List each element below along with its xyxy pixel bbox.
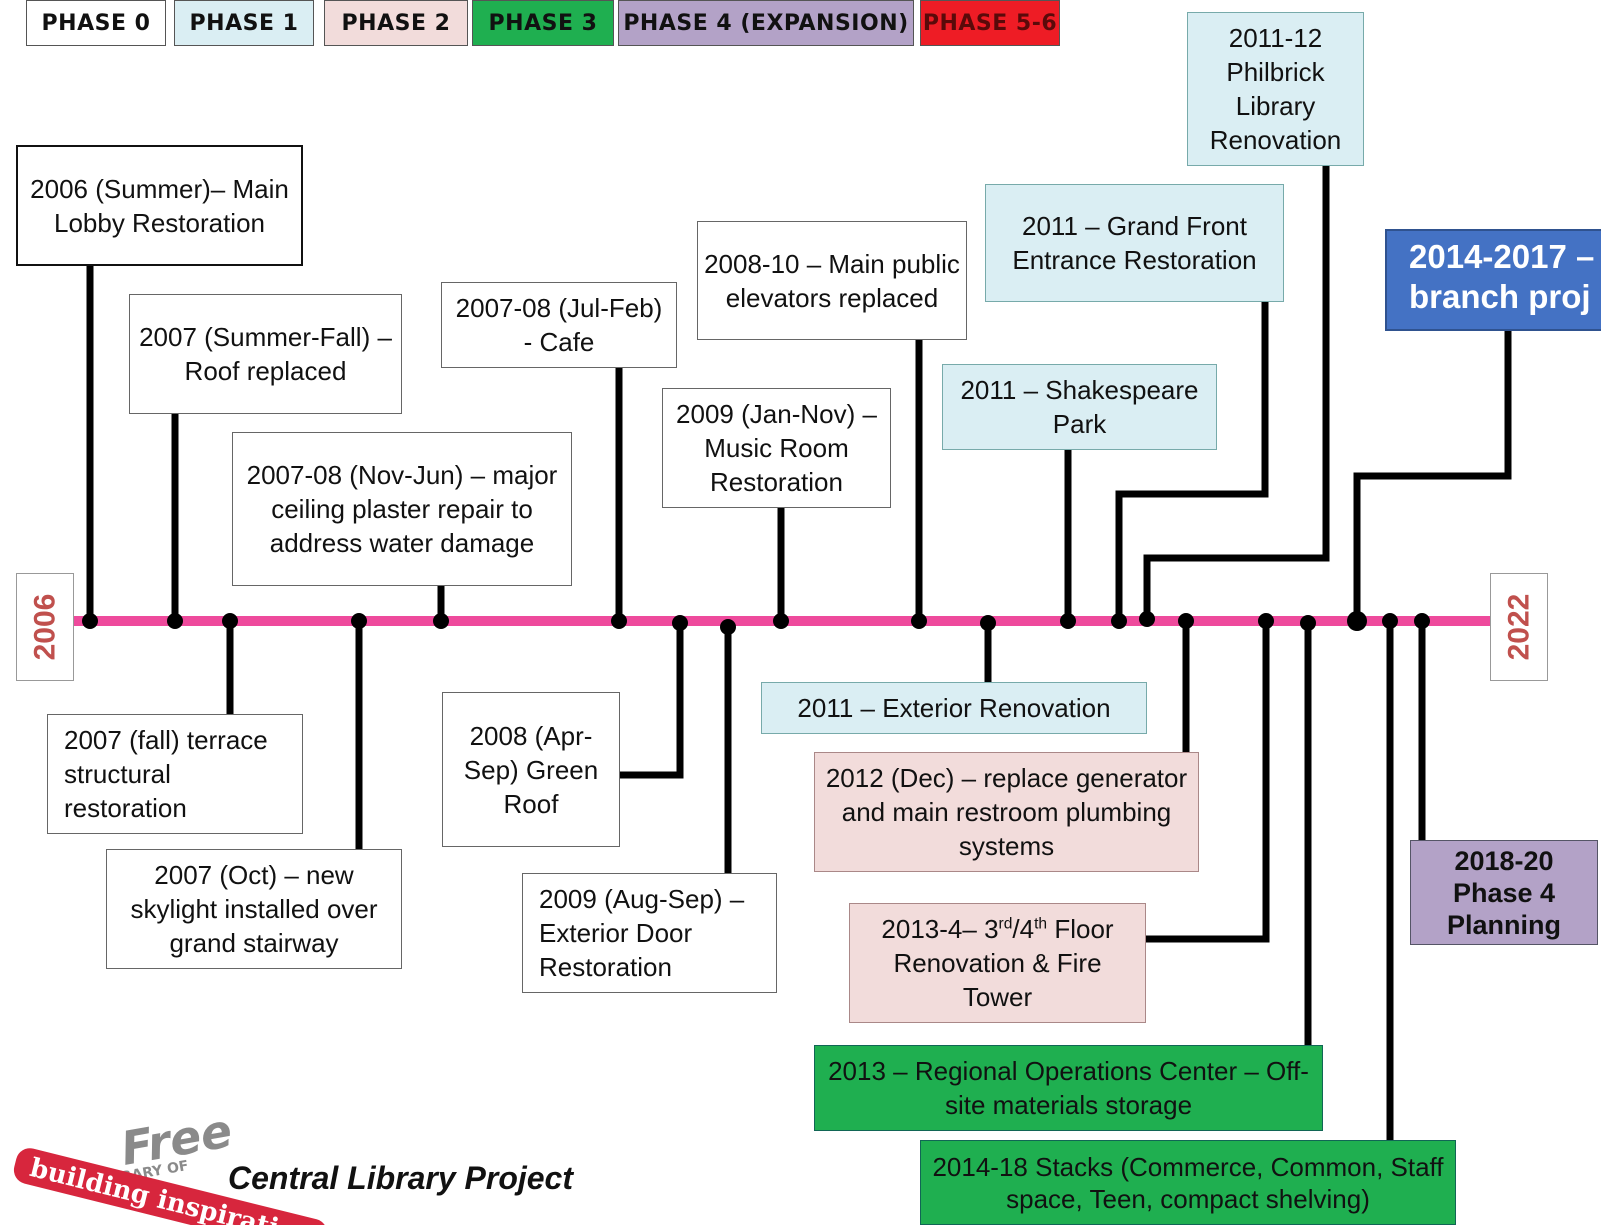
event-text: 2009 (Jan-Nov) – Music Room Restoration [676, 399, 877, 497]
legend-phase-5-6: PHASE 5-6 [920, 0, 1060, 46]
start-year-label: 2006 [16, 573, 74, 681]
legend-label: PHASE 5-6 [922, 10, 1058, 36]
legend-label: PHASE 2 [341, 10, 451, 36]
event-text: 2014-18 Stacks (Commerce, Common, Staff … [932, 1151, 1444, 1214]
event-text: 2006 (Summer)– Main Lobby Restoration [30, 173, 289, 238]
event-text-sup2: th [1034, 915, 1048, 933]
legend-phase-0: PHASE 0 [26, 0, 166, 46]
event-text: 2011 – Grand Front Entrance Restoration [1012, 211, 1257, 275]
end-year-label: 2022 [1490, 573, 1548, 681]
event-2007-roof: 2007 (Summer-Fall) – Roof replaced [129, 294, 402, 414]
event-text: 2007-08 (Jul-Feb) - Cafe [455, 293, 663, 357]
event-2014-2017-branch: 2014-2017 – branch proj [1385, 229, 1601, 331]
event-2007-skylight: 2007 (Oct) – new skylight installed over… [106, 849, 402, 969]
event-text: 2007 (fall) terrace structural restorati… [64, 725, 268, 823]
event-text: 2011 – Exterior Renovation [797, 693, 1111, 723]
event-2008-10-elevators: 2008-10 – Main public elevators replaced [697, 221, 967, 340]
event-2007-terrace: 2007 (fall) terrace structural restorati… [47, 714, 303, 834]
event-text: 2011 – Shakespeare Park [960, 375, 1199, 439]
event-2013-4-floor: 2013-4– 3rd/4th Floor Renovation & Fire … [849, 903, 1146, 1023]
event-2014-18-stacks: 2014-18 Stacks (Commerce, Common, Staff … [920, 1140, 1456, 1225]
end-year-text: 2022 [1502, 593, 1535, 661]
legend-label: PHASE 0 [41, 10, 151, 36]
legend-phase-3: PHASE 3 [472, 0, 614, 46]
free-library-logo: Free LIBRARY OF building inspiration [13, 1120, 328, 1225]
event-text: 2008-10 – Main public elevators replaced [704, 248, 960, 313]
event-text: 2014-2017 – branch proj [1409, 238, 1595, 315]
event-2011-grand-front: 2011 – Grand Front Entrance Restoration [985, 184, 1284, 302]
event-2008-green-roof: 2008 (Apr-Sep) Green Roof [442, 692, 620, 847]
event-text: 2008 (Apr-Sep) Green Roof [463, 720, 599, 819]
event-text-mid: /4 [1012, 914, 1035, 944]
event-text: 2013 – Regional Operations Center – Off-… [828, 1056, 1309, 1120]
event-text: 2007-08 (Nov-Jun) – major ceiling plaste… [246, 460, 558, 558]
legend-phase-4: PHASE 4 (EXPANSION) [618, 0, 914, 46]
event-text: 2013-4– 3rd/4th Floor Renovation & Fire … [856, 912, 1139, 1014]
event-2007-08-ceiling: 2007-08 (Nov-Jun) – major ceiling plaste… [232, 432, 572, 586]
event-text: 2009 (Aug-Sep) – Exterior Door Restorati… [539, 884, 745, 982]
start-year-text: 2006 [28, 593, 61, 661]
legend-phase-1: PHASE 1 [174, 0, 314, 46]
event-text: 2018-20 Phase 4 Planning [1447, 845, 1561, 940]
event-text: 2011-12 Philbrick Library Renovation [1209, 23, 1342, 155]
event-text-prefix: 2013-4– 3 [881, 914, 999, 944]
event-text: 2012 (Dec) – replace generator and main … [825, 763, 1188, 861]
event-2011-12-philbrick: 2011-12 Philbrick Library Renovation [1187, 12, 1364, 166]
event-text-suffix: Floor Renovation & Fire Tower [893, 914, 1114, 1012]
event-2011-exterior: 2011 – Exterior Renovation [761, 682, 1147, 734]
event-text-sup1: rd [998, 915, 1013, 933]
legend-label: PHASE 1 [189, 10, 299, 36]
event-2013-regional-ops: 2013 – Regional Operations Center – Off-… [814, 1045, 1323, 1131]
legend-label: PHASE 3 [488, 10, 598, 36]
event-2007-08-cafe: 2007-08 (Jul-Feb) - Cafe [441, 282, 677, 368]
event-2009-music-room: 2009 (Jan-Nov) – Music Room Restoration [662, 388, 891, 508]
event-text: 2007 (Summer-Fall) – Roof replaced [139, 322, 392, 386]
event-2012-generator: 2012 (Dec) – replace generator and main … [814, 752, 1199, 872]
event-text: 2007 (Oct) – new skylight installed over… [130, 860, 378, 958]
event-2011-shakespeare: 2011 – Shakespeare Park [942, 364, 1217, 450]
event-2006-main-lobby: 2006 (Summer)– Main Lobby Restoration [16, 145, 303, 266]
event-2009-exterior-door: 2009 (Aug-Sep) – Exterior Door Restorati… [522, 873, 777, 993]
project-title: Central Library Project [228, 1160, 573, 1196]
legend-phase-2: PHASE 2 [324, 0, 468, 46]
event-2018-20-planning: 2018-20 Phase 4 Planning [1410, 840, 1598, 945]
legend-label: PHASE 4 (EXPANSION) [623, 10, 909, 36]
